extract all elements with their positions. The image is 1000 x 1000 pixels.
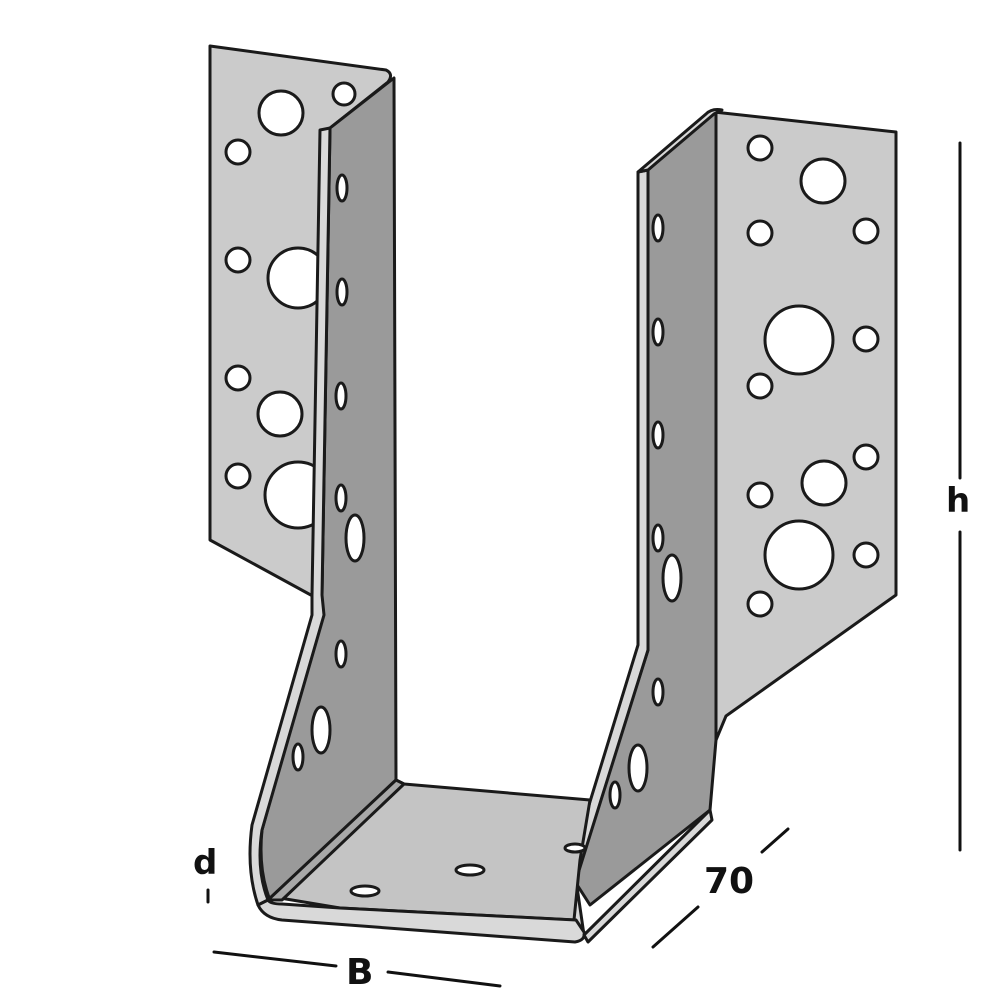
dimension-lines <box>206 141 962 988</box>
depth-dim-line-upper <box>760 827 790 854</box>
base-bend-strip <box>266 778 406 902</box>
right-wall-holes <box>608 213 683 810</box>
right-flange <box>712 110 898 742</box>
width-label: B <box>346 952 374 993</box>
width-dim-line-right <box>386 970 502 988</box>
thickness-label: d <box>193 843 218 883</box>
right-wall-top-edge <box>636 108 724 174</box>
left-wall-holes <box>291 173 366 772</box>
height-label: h <box>946 481 971 521</box>
depth-dim-line-lower <box>651 905 700 949</box>
right-flange-holes <box>746 134 880 618</box>
right-wall-bottom-edge <box>582 808 714 944</box>
width-dim-line-left <box>212 950 338 968</box>
base-holes <box>349 842 587 898</box>
depth-label: 70 <box>704 861 755 902</box>
